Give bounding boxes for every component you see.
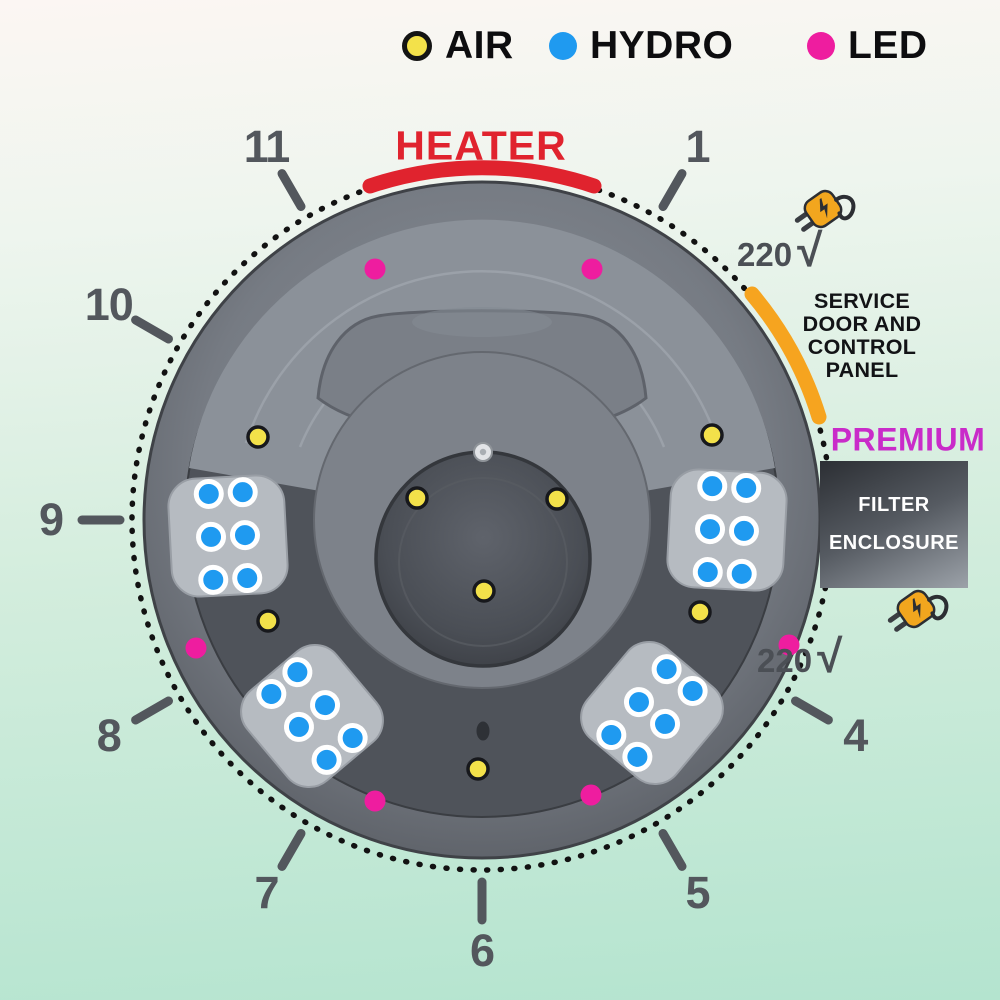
hydro-jet — [282, 657, 313, 688]
led-light — [581, 258, 603, 280]
hydro-jet-pad — [580, 640, 724, 786]
lounger-contour-outer — [244, 269, 720, 444]
headrest — [412, 307, 552, 337]
clock-number-8: 8 — [96, 709, 122, 761]
hydro-jet — [310, 690, 341, 721]
service-door-label: SERVICE DOOR AND CONTROL PANEL — [777, 289, 947, 382]
hydro-jet — [728, 515, 759, 546]
voltage-label-top: 220 √ — [737, 224, 823, 276]
air-jet — [472, 579, 496, 603]
clock-number-6: 6 — [469, 925, 495, 976]
led-light — [185, 637, 207, 659]
hydro-jet — [726, 558, 757, 589]
voltage-value: 220 — [737, 236, 793, 273]
service-door-line: CONTROL — [807, 335, 917, 359]
hydro-jet — [196, 521, 227, 552]
hydro-jet — [227, 477, 258, 508]
hydro-jet — [256, 678, 287, 709]
hydro-jet — [650, 708, 681, 739]
clock-tick — [277, 829, 306, 871]
air-jet — [700, 423, 724, 447]
led-light — [364, 790, 386, 812]
voltage-value: 220 — [757, 642, 813, 679]
hydro-jet-pad — [167, 474, 289, 598]
hydro-jet — [651, 654, 682, 685]
jet-dots — [185, 258, 800, 812]
air-jet-icon — [402, 31, 432, 61]
chrome-fitting-center — [479, 448, 487, 456]
voltage-label-right: 220 √ — [757, 630, 843, 682]
clock-number-7: 7 — [254, 867, 279, 919]
footwell-inner-line — [398, 477, 568, 647]
pad-surface — [666, 468, 788, 592]
led-light — [778, 634, 800, 656]
pad-surface — [167, 474, 289, 598]
air-jet — [466, 757, 490, 781]
led-light — [364, 258, 386, 280]
hydro-jet — [229, 520, 260, 551]
air-jet — [688, 600, 712, 624]
legend-item-led: LED — [807, 24, 928, 68]
air-jet — [256, 609, 280, 633]
air-jet — [545, 487, 569, 511]
clock-number-1: 1 — [685, 120, 710, 172]
clock-tick — [277, 169, 306, 211]
clock-number-4: 4 — [843, 709, 868, 761]
hydro-jet — [677, 675, 708, 706]
legend-label-hydro: HYDRO — [590, 24, 734, 67]
clock-number-11: 11 — [243, 120, 291, 172]
service-door-arc — [744, 286, 827, 425]
hydro-jet — [692, 557, 723, 588]
heater-label: HEATER — [395, 122, 567, 169]
led-light — [580, 784, 602, 806]
drain — [476, 721, 490, 741]
clock-tick — [131, 696, 173, 725]
hydro-jet-pad — [240, 643, 384, 789]
hydro-jet — [697, 471, 728, 502]
hydro-jet — [283, 711, 314, 742]
hydro-jet — [198, 564, 229, 595]
led-light-icon — [807, 32, 835, 60]
air-jet — [246, 425, 270, 449]
hydro-jet — [695, 514, 726, 545]
air-jet — [405, 486, 429, 510]
hydro-jet-pads — [167, 468, 788, 789]
clock-tick — [131, 315, 173, 344]
hydro-jet — [311, 744, 342, 775]
filter-box-line: ENCLOSURE — [828, 532, 960, 554]
volt-symbol: √ — [817, 630, 843, 682]
clock-number-9: 9 — [38, 494, 64, 545]
hydro-jet — [596, 720, 627, 751]
hydro-jet — [337, 723, 368, 754]
hydro-jet-icon — [549, 32, 577, 60]
heater-arc — [362, 160, 602, 194]
clock-number-5: 5 — [685, 867, 710, 919]
premium-label: PREMIUM — [830, 421, 986, 458]
hydro-jet — [622, 741, 653, 772]
legend-label-led: LED — [848, 24, 928, 67]
footwell — [374, 450, 592, 668]
legend-item-air: AIR — [402, 24, 514, 68]
clock-tick — [658, 169, 687, 211]
legend-label-air: AIR — [445, 24, 514, 67]
clock-tick — [791, 696, 833, 725]
filter-box-line: FILTER — [858, 494, 930, 516]
hydro-jet-pad — [666, 468, 788, 592]
tub-lounger-band — [189, 219, 775, 491]
hydro-jet — [232, 563, 263, 594]
hydro-jet — [193, 478, 224, 509]
hydro-jet — [731, 472, 762, 503]
power-plug-icon-right — [880, 578, 954, 646]
legend-item-hydro: HYDRO — [549, 24, 733, 68]
filter-enclosure-box: FILTER ENCLOSURE — [820, 461, 968, 588]
clock-tick — [658, 829, 687, 871]
volt-symbol: √ — [797, 224, 823, 276]
hydro-jet — [623, 687, 654, 718]
service-door-line: DOOR AND — [802, 312, 922, 336]
clock-ticks — [77, 169, 833, 925]
service-door-line: SERVICE — [813, 289, 911, 313]
service-door-line: PANEL — [825, 358, 899, 382]
clock-number-10: 10 — [84, 278, 134, 330]
